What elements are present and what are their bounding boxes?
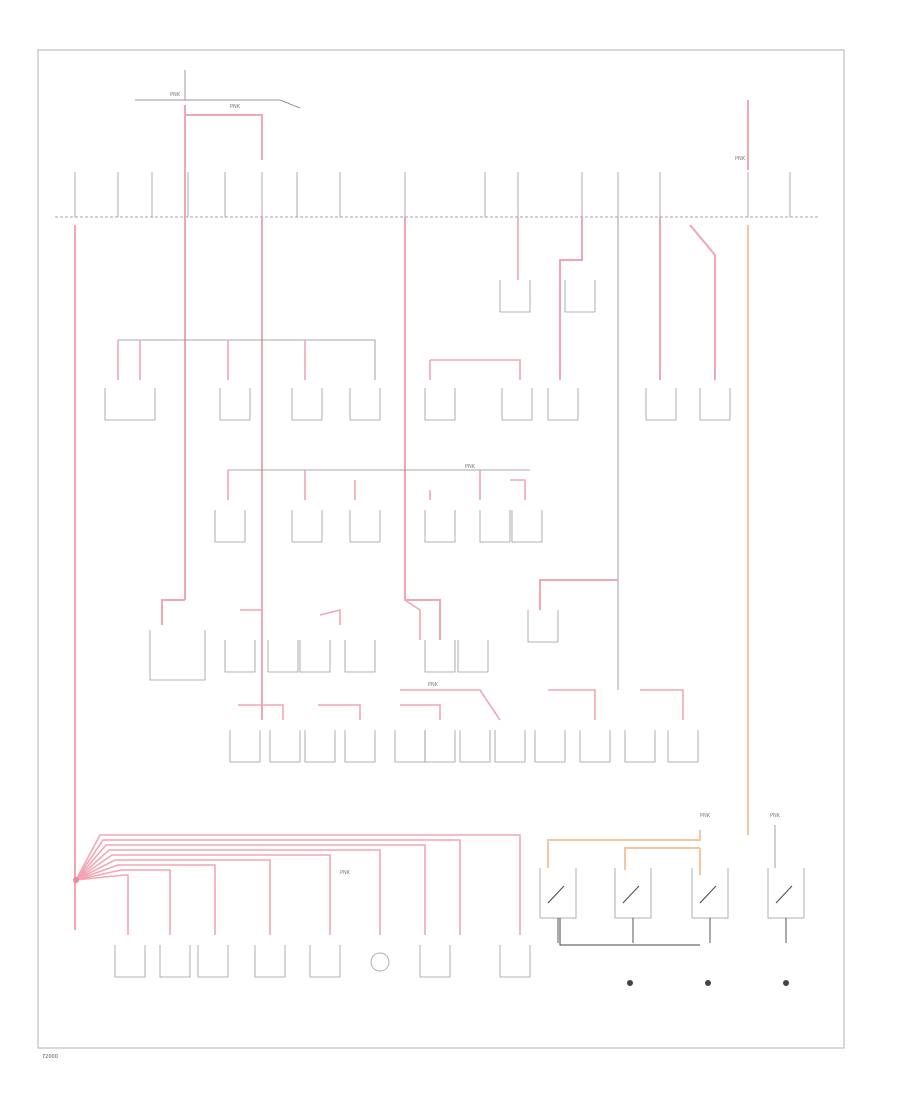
component-box-8 bbox=[699, 388, 731, 421]
vert-560 bbox=[559, 217, 583, 380]
component-box-36 bbox=[667, 730, 699, 763]
bus-470-f bbox=[510, 479, 526, 500]
component-box-19 bbox=[224, 640, 256, 673]
row2-b bbox=[318, 704, 361, 720]
wire-label-2: PNK bbox=[700, 813, 711, 819]
component-box-41 bbox=[309, 945, 341, 978]
relay-switch-1 bbox=[622, 885, 640, 904]
branch-618 bbox=[539, 579, 618, 610]
component-box-23 bbox=[424, 640, 456, 673]
relay-link bbox=[559, 918, 700, 946]
bus-360-b bbox=[430, 359, 521, 380]
component-layer bbox=[74, 172, 805, 978]
wire-label-4: PNK bbox=[170, 92, 181, 98]
row2-a bbox=[238, 704, 284, 720]
fan-wire-4 bbox=[75, 854, 331, 935]
component-box-32 bbox=[494, 730, 526, 763]
component-box-0 bbox=[104, 388, 156, 421]
component-box-34 bbox=[579, 730, 611, 763]
orange-wires bbox=[547, 225, 749, 875]
bus-340 bbox=[118, 339, 376, 380]
component-box-29 bbox=[394, 730, 426, 763]
ground-g2 bbox=[705, 980, 711, 986]
fan-wire-3 bbox=[75, 849, 381, 935]
component-box-33 bbox=[534, 730, 566, 763]
fan-wire-6 bbox=[75, 864, 216, 935]
component-box-39 bbox=[197, 945, 229, 978]
component-box-25 bbox=[229, 730, 261, 763]
row2-e bbox=[548, 689, 596, 720]
component-box-5 bbox=[501, 388, 533, 421]
vert-715 bbox=[689, 224, 716, 380]
main-feed-branch bbox=[185, 114, 263, 160]
component-box-11 bbox=[349, 510, 381, 543]
component-box-27 bbox=[304, 730, 336, 763]
top-feed-branch bbox=[185, 99, 301, 109]
component-box-35 bbox=[624, 730, 656, 763]
row2-d bbox=[400, 704, 441, 720]
circuit-b bbox=[240, 609, 263, 625]
component-box-2 bbox=[291, 388, 323, 421]
component-box-37 bbox=[114, 945, 146, 978]
component-box-42 bbox=[419, 945, 451, 978]
component-box-21 bbox=[299, 640, 331, 673]
motor-symbol bbox=[370, 952, 390, 972]
row2-c bbox=[400, 689, 501, 721]
relay-switch-2 bbox=[699, 885, 717, 904]
component-box-15 bbox=[499, 280, 531, 313]
wire-label-6: PNK bbox=[735, 156, 746, 162]
component-box-16 bbox=[564, 280, 596, 313]
circuit-c bbox=[319, 608, 341, 625]
circuit-a bbox=[161, 599, 185, 625]
relay-switch-3 bbox=[775, 885, 793, 904]
component-box-14 bbox=[511, 510, 543, 543]
splice-point bbox=[73, 877, 79, 883]
relay-switch-0 bbox=[547, 885, 565, 904]
fan-wire-5 bbox=[75, 859, 271, 935]
component-box-22 bbox=[344, 640, 376, 673]
component-box-10 bbox=[291, 510, 323, 543]
wire-label-3: PNK bbox=[770, 813, 781, 819]
wire-layer bbox=[74, 70, 749, 935]
row2-f bbox=[640, 689, 684, 720]
component-box-28 bbox=[344, 730, 376, 763]
ground-g3 bbox=[783, 980, 789, 986]
fan-wire-8 bbox=[75, 874, 129, 935]
ground-g1 bbox=[627, 980, 633, 986]
component-box-40 bbox=[254, 945, 286, 978]
component-box-31 bbox=[459, 730, 491, 763]
diagram-border bbox=[37, 49, 845, 1049]
component-box-13 bbox=[479, 510, 511, 543]
fan-wire-1 bbox=[75, 839, 461, 935]
wire-label-8: PNK bbox=[428, 682, 439, 688]
wire-label-7: PNK bbox=[465, 464, 476, 470]
footer-ref: 72000 bbox=[42, 1054, 58, 1060]
fan-wire-2 bbox=[75, 844, 426, 935]
component-box-18 bbox=[149, 630, 206, 681]
ground-symbols bbox=[627, 980, 789, 986]
component-box-6 bbox=[547, 388, 579, 421]
fan-wire-7 bbox=[75, 869, 171, 935]
component-box-30 bbox=[424, 730, 456, 763]
wire-label-5: PNK bbox=[230, 104, 241, 110]
component-box-9 bbox=[214, 510, 246, 543]
component-box-24 bbox=[457, 640, 489, 673]
component-box-20 bbox=[267, 640, 299, 673]
component-box-1 bbox=[219, 388, 251, 421]
component-box-3 bbox=[349, 388, 381, 421]
circuit-d bbox=[404, 599, 421, 640]
fan-wire-0 bbox=[75, 834, 521, 935]
component-box-12 bbox=[424, 510, 456, 543]
component-box-38 bbox=[159, 945, 191, 978]
component-box-43 bbox=[499, 945, 531, 978]
wire-label-1: PNK bbox=[340, 870, 351, 876]
component-box-26 bbox=[269, 730, 301, 763]
vert-405 bbox=[404, 217, 441, 640]
component-box-17 bbox=[527, 610, 559, 643]
component-box-4 bbox=[424, 388, 456, 421]
component-box-7 bbox=[645, 388, 677, 421]
